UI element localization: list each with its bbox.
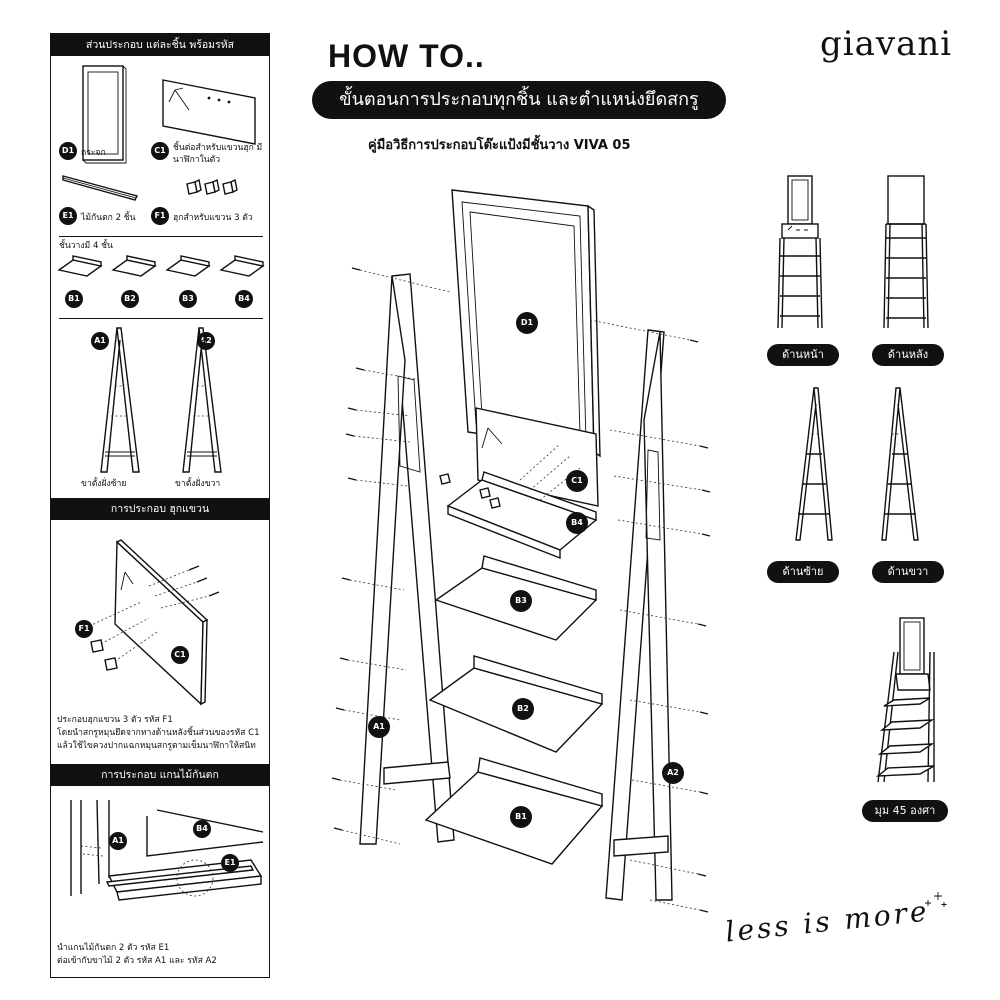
code-badge-b1: B1 (65, 290, 83, 308)
parts-panel: ส่วนประกอบ แต่ละชิ้น พร้อมรหัส D1 กระจก … (50, 33, 270, 978)
label-a1: ขาตั้งฝั่งซ้าย (81, 479, 127, 489)
view-label-angle: มุม 45 องศา (862, 800, 948, 822)
code-badge-c1: C1 (151, 142, 169, 160)
code-badge-b2: B2 (121, 290, 139, 308)
code-badge-d1: D1 (59, 142, 77, 160)
label-a2: ขาตั้งฝั่งขวา (175, 479, 221, 489)
code-badge-b2-main: B2 (512, 698, 534, 720)
hook-assembly-illustration (76, 539, 220, 706)
left-leg-illustration (100, 327, 140, 473)
left-view-illustration (795, 387, 833, 541)
view-label-front: ด้านหน้า (767, 344, 839, 366)
view-label-left: ด้านซ้าย (767, 561, 839, 583)
code-badge-e1: E1 (59, 207, 77, 225)
manual-subtitle: คู่มือวิธีการประกอบโต๊ะแป้งมีชั้นวาง VIV… (368, 138, 631, 153)
rail-part-illustration (62, 175, 139, 201)
angle-view-illustration (875, 617, 935, 783)
shelf-b3-illustration (165, 255, 211, 277)
view-label-back: ด้านหลัง (872, 344, 944, 366)
label-f1: ฮุกสำหรับแขวน 3 ตัว (173, 213, 253, 223)
shelf-b2-illustration (111, 255, 157, 277)
back-view-illustration (883, 175, 929, 329)
brand-logo: giavani (820, 24, 953, 64)
steps-banner: ขั้นตอนการประกอบทุกชิ้น และตำแหน่งยึดสกร… (312, 81, 726, 119)
code-badge-a1: A1 (91, 332, 109, 350)
hook-instruction-1: ประกอบฮุกแขวน 3 ตัว รหัส F1 (57, 715, 173, 725)
hooks-part-illustration (186, 178, 238, 195)
code-badge-b4-rail: B4 (193, 820, 211, 838)
code-badge-b3-main: B3 (510, 590, 532, 612)
code-badge-c1-hooks: C1 (171, 646, 189, 664)
hook-section-title: การประกอบ ฮุกแขวน (51, 498, 269, 520)
code-badge-b4: B4 (235, 290, 253, 308)
shelves-count-label: ชั้นวางมี 4 ชั้น (59, 241, 113, 251)
rail-section-title: การประกอบ แกนไม้กันตก (51, 764, 269, 786)
code-badge-c1-main: C1 (566, 470, 588, 492)
code-badge-a2-main: A2 (662, 762, 684, 784)
code-badge-a1-main: A1 (368, 716, 390, 738)
right-leg-illustration (182, 327, 222, 473)
shelf-b4-illustration (219, 255, 265, 277)
code-badge-f1: F1 (151, 207, 169, 225)
rail-instruction-2: ต่อเข้ากับขาไม้ 2 ตัว รหัส A1 และ รหัส A… (57, 956, 217, 966)
code-badge-b4-main: B4 (566, 512, 588, 534)
code-badge-d1-main: D1 (516, 312, 538, 334)
rail-instruction-1: นำแกนไม้กันตก 2 ตัว รหัส E1 (57, 943, 170, 953)
hook-instruction-3: แล้วใช้ไขควงปากแฉกหมุนสกรูตามเข็มนาฬิกาใ… (57, 741, 256, 751)
code-badge-b1-main: B1 (510, 806, 532, 828)
view-label-right: ด้านขวา (872, 561, 944, 583)
page-title: HOW TO.. (328, 38, 485, 74)
rail-assembly-illustration (70, 799, 264, 901)
label-e1: ไม้กันตก 2 ชิ้น (81, 213, 136, 223)
hook-panel-part-illustration (162, 79, 256, 145)
label-d1: กระจก (81, 148, 106, 158)
parts-section-title: ส่วนประกอบ แต่ละชิ้น พร้อมรหัส (51, 34, 269, 56)
mirror-part-illustration (82, 65, 127, 164)
sparkle-icon (925, 892, 947, 907)
code-badge-a1-rail: A1 (109, 832, 127, 850)
shelf-b1-illustration (57, 255, 103, 277)
code-badge-f1-hooks: F1 (75, 620, 93, 638)
label-c1: ชิ้นต่อสำหรับแขวนฮุก มีนาฬิกาในตัว (173, 143, 263, 165)
code-badge-e1-rail: E1 (221, 854, 239, 872)
front-view-illustration (777, 175, 823, 329)
hook-instruction-2: โดยนำสกรูหมุนยึดจากทางด้านหลังชิ้นส่วนขอ… (57, 728, 260, 738)
divider (59, 318, 263, 319)
code-badge-b3: B3 (179, 290, 197, 308)
slogan: less is more (723, 894, 931, 949)
right-view-illustration (881, 387, 919, 541)
divider (59, 236, 263, 237)
